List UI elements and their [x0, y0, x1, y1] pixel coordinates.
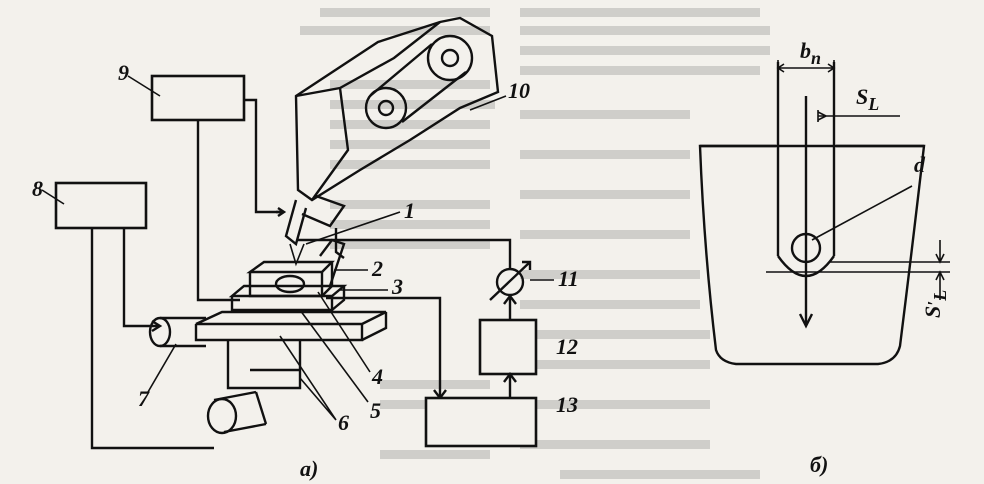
- wire-9-to-head: [244, 98, 282, 214]
- label-bn: bп: [800, 38, 821, 68]
- arrow-to-drive: [151, 319, 163, 333]
- dim-sl-arrow: [817, 111, 827, 121]
- dim-sl: [817, 110, 900, 122]
- diagram-b: bп SL d S′L б): [698, 38, 950, 477]
- label-sl-prime-main: S: [920, 306, 945, 318]
- caption-a: а): [300, 456, 318, 481]
- base-front: [194, 324, 364, 342]
- block-9: [150, 74, 246, 122]
- column: [226, 340, 302, 390]
- arrow-13-to-12: [503, 372, 517, 398]
- label-4: 4: [371, 364, 383, 389]
- label-sl-prime-sub: L: [930, 290, 950, 302]
- label-7: 7: [138, 386, 150, 411]
- label-9: 9: [118, 60, 129, 85]
- drive-body: [160, 316, 206, 348]
- leader-8: [41, 189, 65, 205]
- label-3: 3: [391, 274, 403, 299]
- label-d: d: [914, 152, 926, 177]
- wire-8-to-motor: [90, 228, 214, 450]
- arrow-to-head: [276, 207, 287, 217]
- base-top: [195, 310, 387, 326]
- leader-5: [299, 309, 369, 403]
- label-1: 1: [404, 198, 415, 223]
- motor-end: [206, 397, 238, 435]
- label-8: 8: [32, 176, 43, 201]
- wire-table-to-13: [326, 296, 442, 398]
- motor-back: [254, 391, 268, 425]
- vessel-outline: [698, 144, 926, 366]
- label-13: 13: [556, 392, 578, 417]
- arrow-12-to-11: [503, 294, 517, 320]
- label-10: 10: [508, 78, 530, 103]
- label-sl: SL: [856, 84, 879, 114]
- leader-6: [279, 335, 337, 421]
- label-bn-sub: п: [811, 48, 821, 68]
- arm: [319, 238, 346, 287]
- label-5: 5: [370, 398, 381, 423]
- leader-4: [317, 291, 371, 373]
- dim-sl-prime-arrows: [935, 240, 945, 300]
- label-bn-main: b: [800, 38, 811, 63]
- leader-d: [811, 185, 913, 241]
- beam-tube: [284, 199, 308, 247]
- reel-right-hub: [440, 48, 460, 68]
- label-sl-main: S: [856, 84, 868, 109]
- beam-cone: [289, 243, 305, 267]
- housing-top-edge: [295, 21, 441, 98]
- wire-9-to-table: [196, 120, 240, 302]
- label-12: 12: [556, 334, 578, 359]
- block-13: [424, 396, 538, 448]
- workpiece-hole: [274, 274, 306, 294]
- leader-7: [147, 343, 177, 393]
- meter-arrow: [489, 260, 532, 301]
- reel-left: [364, 86, 408, 130]
- block-12: [478, 318, 538, 376]
- leader-9: [127, 75, 161, 97]
- label-sl-sub: L: [867, 94, 879, 114]
- label-11: 11: [558, 266, 579, 291]
- drive-end: [148, 316, 172, 348]
- belt: [369, 43, 467, 123]
- reel-right: [426, 34, 474, 82]
- label-sl-prime-mark: ′: [924, 301, 944, 306]
- label-2: 2: [371, 256, 383, 281]
- label-6: 6: [338, 410, 349, 435]
- reel-left-hub: [377, 99, 395, 117]
- rod: [334, 228, 345, 259]
- dim-bn: [776, 60, 836, 76]
- wire-head-to-meter: [298, 238, 512, 268]
- housing-front-edge: [311, 87, 350, 201]
- probe-axis-arrow: [798, 96, 814, 329]
- laser-housing: [294, 16, 500, 202]
- block-8: [54, 181, 148, 230]
- wire-8-to-drive: [122, 228, 160, 328]
- label-sl-prime: S′L: [920, 290, 950, 318]
- caption-b: б): [810, 452, 828, 477]
- table-front: [230, 296, 334, 312]
- workpiece-top: [246, 260, 335, 274]
- leader-1: [305, 211, 401, 245]
- base-side: [361, 312, 388, 342]
- dim-sl-prime-lines: [766, 261, 950, 273]
- leader-10: [469, 95, 507, 111]
- diagram-a: 1 2 3 4 5 6 7 8 9 10 11 12 13 а): [32, 16, 579, 481]
- nozzle-bracket: [301, 194, 346, 228]
